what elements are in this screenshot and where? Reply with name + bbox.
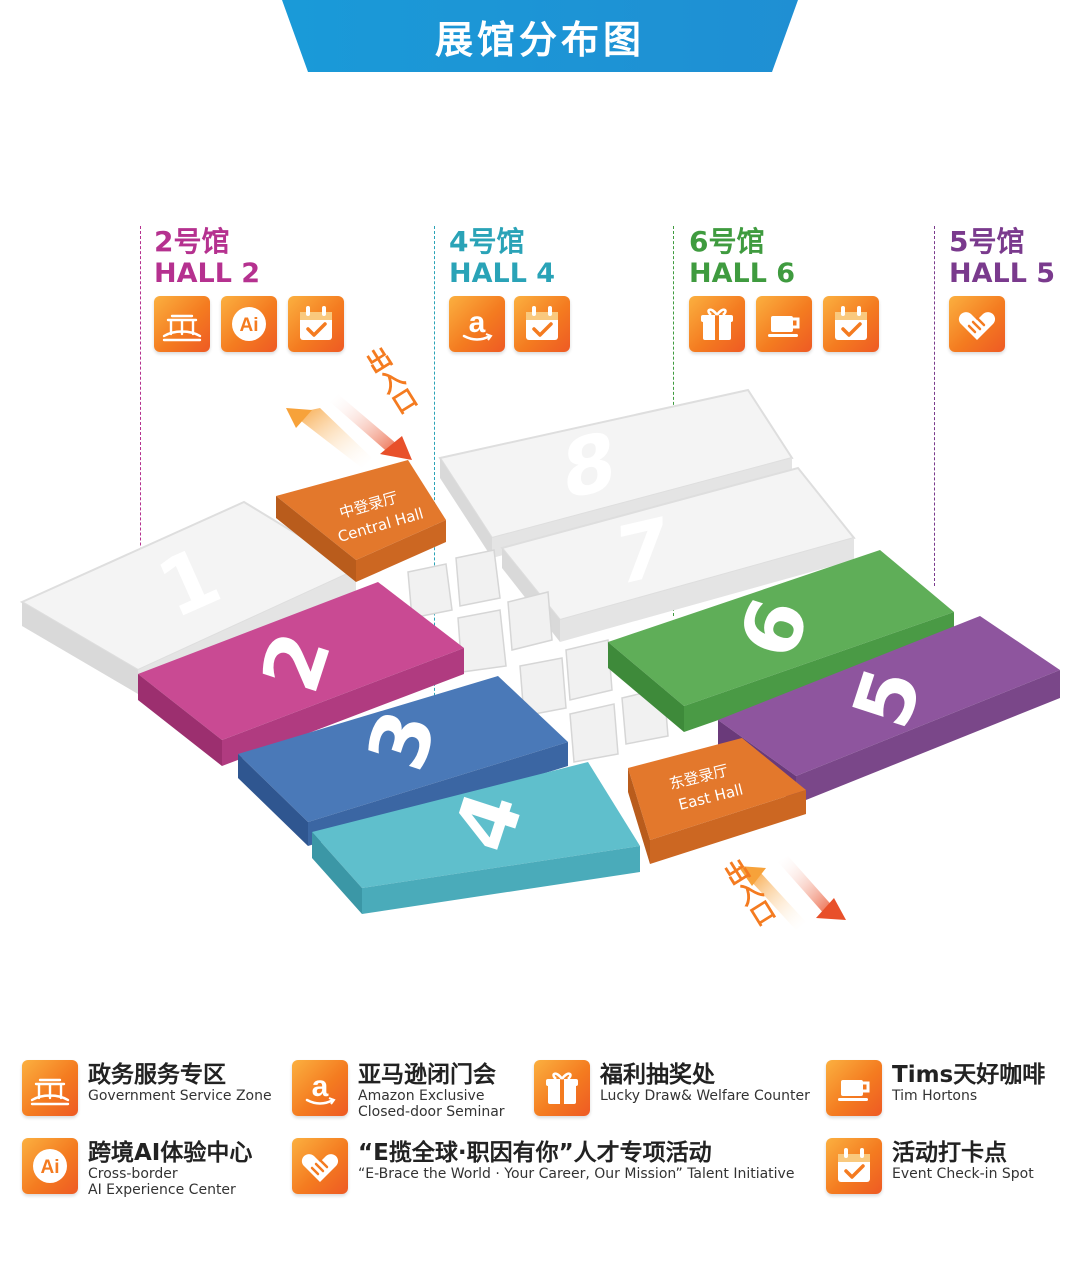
hall-6-cn: 6号馆 (689, 225, 765, 258)
legend-ai-cn: 跨境AI体验中心 (88, 1140, 253, 1166)
calendar-check-icon[interactable] (288, 296, 344, 352)
legend-talent-en: “E-Brace the World · Your Career, Our Mi… (358, 1166, 795, 1182)
page-title: 展馆分布图 (434, 17, 645, 62)
coffee-cup-icon (826, 1060, 882, 1116)
central-hall-lobby[interactable]: 中登录厅 Central Hall (276, 460, 446, 582)
hall-2-guide-line (140, 226, 141, 646)
legend-amazon-cn: 亚马逊闭门会 (358, 1062, 496, 1088)
title-banner (282, 0, 798, 72)
hall-4-heading: 4号馆 HALL 4 (449, 225, 556, 290)
hall-5-guide-line (934, 226, 935, 586)
hall-5-cn: 5号馆 (949, 225, 1025, 258)
legend-ai-en-2: AI Experience Center (88, 1182, 236, 1198)
coffee-cup-icon[interactable] (756, 296, 812, 352)
amazon-icon: a (292, 1060, 348, 1116)
hall-2-cn: 2号馆 (154, 225, 230, 258)
hall-8-number: 8 (562, 413, 616, 518)
entrance-arrows-top (286, 394, 412, 468)
svg-text:Ai: Ai (240, 315, 259, 336)
legend-tims-en: Tim Hortons (892, 1088, 978, 1104)
gift-box-icon[interactable] (689, 296, 745, 352)
handshake-heart-icon[interactable] (949, 296, 1005, 352)
svg-text:a: a (312, 1070, 329, 1103)
hall-map: 8 7 1 中登录厅 Central Hall 6 (19, 388, 1060, 930)
legend-amazon-en-2: Closed-door Seminar (358, 1104, 505, 1120)
legend-lucky-draw-cn: 福利抽奖处 (600, 1062, 715, 1088)
connector-blocks (407, 549, 669, 763)
legend-amazon-en-1: Amazon Exclusive (358, 1088, 485, 1104)
calendar-check-icon[interactable] (823, 296, 879, 352)
legend-lucky-draw-en: Lucky Draw& Welfare Counter (600, 1088, 810, 1104)
svg-text:Ai: Ai (41, 1157, 60, 1178)
entrance-arrows-bottom (738, 856, 846, 930)
legend-government-cn: 政务服务专区 (88, 1062, 226, 1088)
hall-4-guide-line (434, 226, 435, 726)
hall-2-en: HALL 2 (154, 258, 261, 290)
calendar-check-icon (826, 1138, 882, 1194)
calendar-check-icon[interactable] (514, 296, 570, 352)
ai-icon: Ai (22, 1138, 78, 1194)
hall-6-en: HALL 6 (689, 258, 796, 290)
hall-6-block[interactable]: 6 (608, 550, 954, 732)
hall-4-en: HALL 4 (449, 258, 556, 290)
hall-2-block[interactable]: 2 (138, 582, 464, 766)
legend-talent-cn: “E揽全球·职因有你”人才专项活动 (358, 1140, 712, 1166)
legend-government-en: Government Service Zone (88, 1088, 272, 1104)
hall-7-number: 7 (615, 499, 669, 604)
legend-ai-en-1: Cross-border (88, 1166, 178, 1182)
svg-text:a: a (469, 306, 486, 339)
hall-5-en: HALL 5 (949, 258, 1056, 290)
hall-3-block[interactable]: 3 (238, 676, 568, 846)
legend-check-in-en: Event Check-in Spot (892, 1166, 1034, 1182)
east-hall-lobby[interactable]: 东登录厅 East Hall (628, 738, 806, 864)
legend-tims-cn: Tims天好咖啡 (892, 1062, 1046, 1088)
amazon-icon[interactable]: a (449, 296, 505, 352)
ai-icon[interactable]: Ai (221, 296, 277, 352)
hall-5-heading: 5号馆 HALL 5 (949, 225, 1056, 290)
government-pavilion-icon[interactable] (154, 296, 210, 352)
gift-box-icon (534, 1060, 590, 1116)
government-pavilion-icon (22, 1060, 78, 1116)
hall-6-heading: 6号馆 HALL 6 (689, 225, 796, 290)
hall-4-block[interactable]: 4 (312, 762, 640, 914)
legend-check-in-cn: 活动打卡点 (892, 1140, 1007, 1166)
hall-2-heading: 2号馆 HALL 2 (154, 225, 261, 290)
hall-4-cn: 4号馆 (449, 225, 525, 258)
handshake-heart-icon (292, 1138, 348, 1194)
